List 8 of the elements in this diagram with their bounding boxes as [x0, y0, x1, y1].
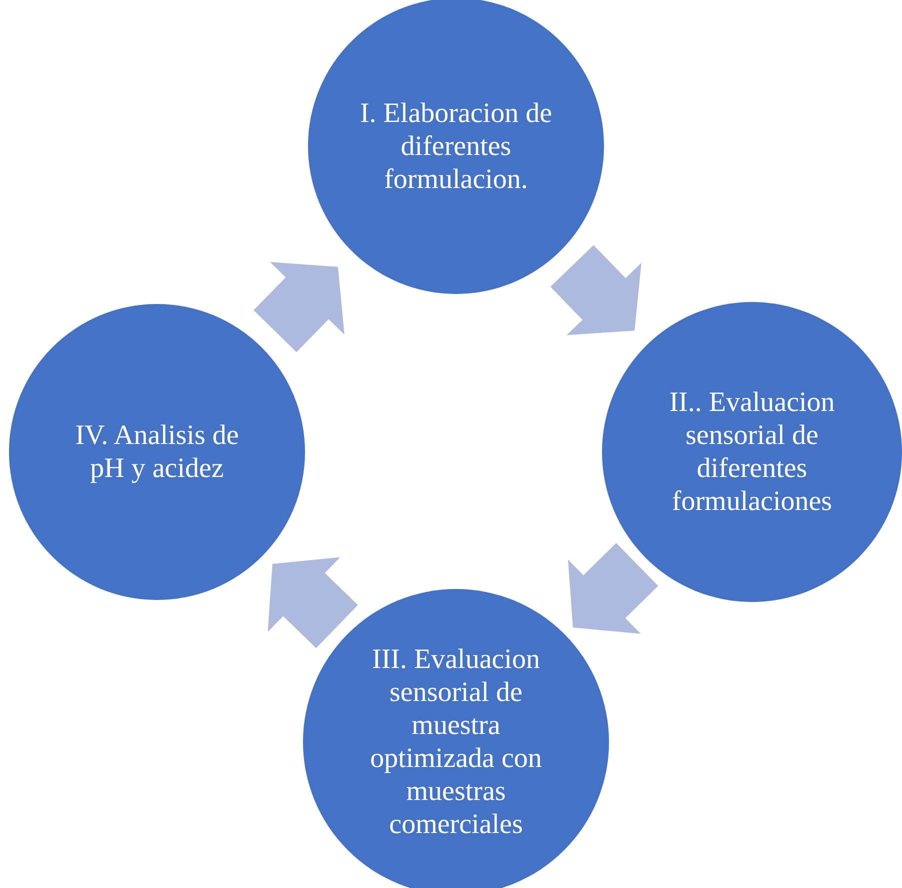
step-label: IV. Analisis de pH y acidez: [74, 419, 240, 485]
block-arrow: [268, 557, 358, 648]
step-label: III. Evaluacion sensorial de muestra optimizada con muestras comerciales: [369, 643, 543, 841]
block-arrow: [568, 543, 658, 634]
block-arrow: [254, 262, 344, 352]
step-label: I. Elaboracion de diferentes formulacion.: [358, 96, 554, 196]
block-arrow: [550, 245, 642, 336]
step-label: II.. Evaluacion sensorial de diferentes formulaciones: [668, 386, 836, 518]
